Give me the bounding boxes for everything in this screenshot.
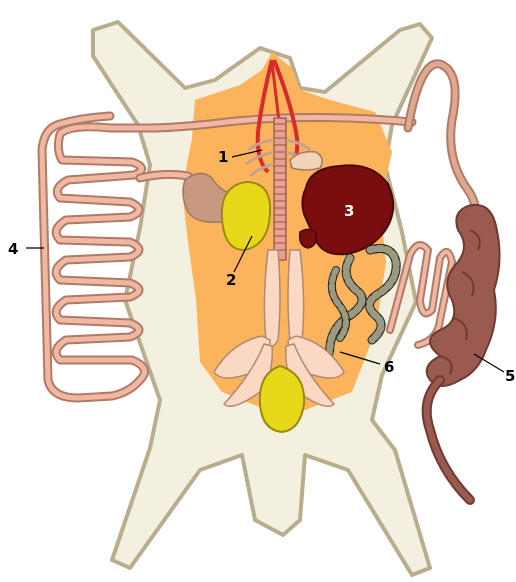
label-1: 1: [218, 148, 228, 166]
kidney-right: [288, 250, 304, 346]
label-2: 2: [226, 271, 236, 289]
liver-small-lobe: [300, 229, 317, 248]
label-3: 3: [344, 202, 354, 220]
yellow-gland-upper: [222, 182, 270, 250]
label-5: 5: [505, 367, 515, 385]
yellow-gland-lower: [260, 366, 304, 432]
label-6: 6: [384, 358, 394, 376]
kidney-left: [264, 250, 280, 346]
label-4: 4: [8, 240, 18, 258]
